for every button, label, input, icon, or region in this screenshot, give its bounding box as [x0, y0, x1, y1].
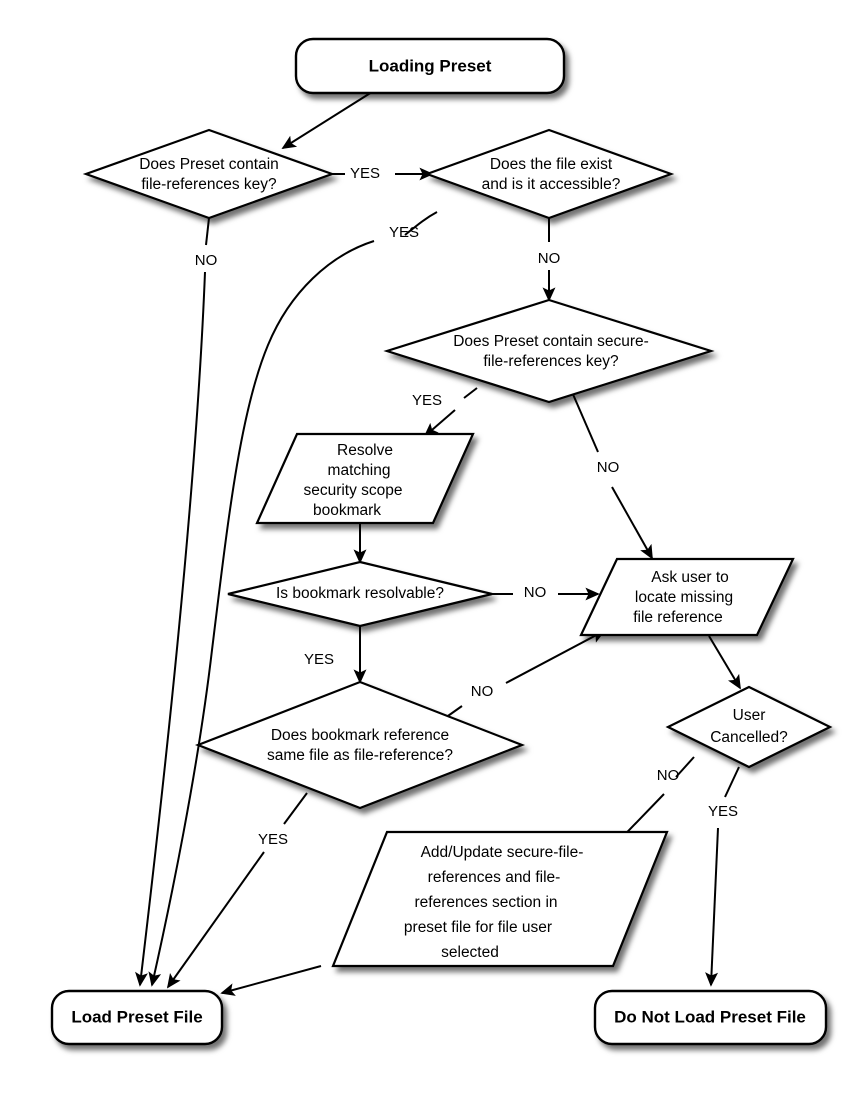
edge-label-file-exists-yes: YES: [389, 224, 419, 241]
node-bm-same-file-line1: Does bookmark reference: [271, 727, 449, 744]
edge-bm-same-file-no-seg2: [505, 630, 606, 684]
edge-bm-same-file-yes-seg1: [283, 792, 308, 825]
node-load[interactable]: [50, 989, 224, 1046]
node-file-exists[interactable]: [423, 128, 675, 220]
edge-ask-user-to-user-cancel: [708, 635, 741, 690]
edge-layer: [135, 91, 741, 996]
edge-has-securefr-yes-seg1: [463, 387, 478, 399]
edge-has-fileref-no-to-load: [205, 217, 210, 246]
node-bm-resolvable-label: Is bookmark resolvable?: [276, 585, 444, 602]
node-has-fileref-line2: file-references key?: [141, 176, 277, 193]
edge-bm-same-file-yes-seg2: [166, 851, 265, 989]
node-has-securefr[interactable]: [383, 298, 715, 404]
node-bm-resolvable[interactable]: [227, 560, 493, 628]
edge-label-has-fileref-no: NO: [195, 252, 218, 269]
edge-start-to-has-fileref: [281, 91, 373, 149]
node-bm-same-file[interactable]: [194, 680, 526, 810]
node-file-exists-line1: Does the file exist: [490, 156, 613, 173]
node-bm-same-file-line2: same file as file-reference?: [267, 747, 453, 764]
edge-file-exists-yes-to-load-seg2: [148, 240, 375, 987]
node-add-update-line4: preset file for file user: [404, 919, 552, 936]
node-start-label: Loading Preset: [369, 56, 492, 75]
edge-label-bm-same-file-no: NO: [471, 683, 494, 700]
decision-has-file-references[interactable]: [82, 128, 336, 220]
edge-add-update-to-load: [220, 965, 322, 996]
edge-label-user-cancel-no: NO: [657, 767, 680, 784]
terminator-load-preset-file[interactable]: [50, 989, 224, 1046]
edge-user-cancel-yes-seg2: [705, 827, 719, 987]
edge-has-fileref-no-to-load-long: [135, 271, 206, 987]
process-resolve-matching-bookmark[interactable]: [255, 432, 475, 525]
node-ask-user-line2: locate missing: [635, 589, 733, 606]
terminator-do-not-load-preset-file[interactable]: [593, 989, 828, 1046]
node-load-label: Load Preset File: [71, 1007, 202, 1026]
node-no-load[interactable]: [593, 989, 828, 1046]
edge-file-exists-yes-to-load-seg1: [404, 211, 438, 236]
edge-has-securefr-yes-seg2: [423, 409, 456, 438]
node-resolve-bookmark-line2: matching: [328, 462, 391, 479]
node-add-update-line2: references and file-: [428, 869, 561, 886]
edge-label-has-securefr-yes: YES: [412, 392, 442, 409]
node-file-exists-line2: and is it accessible?: [482, 176, 621, 193]
decision-bookmark-same-file[interactable]: [194, 680, 526, 810]
decision-bookmark-resolvable[interactable]: [227, 560, 493, 628]
terminator-loading-preset[interactable]: [294, 37, 566, 95]
edge-label-layer: YES NO YES NO YES NO NO YES NO YES NO YE…: [195, 165, 738, 848]
edge-has-securefr-no-seg2: [611, 486, 653, 560]
node-ask-user-line1: Ask user to: [651, 569, 729, 586]
edge-label-file-exists-no: NO: [538, 250, 561, 267]
edge-user-cancel-no-seg1: [675, 756, 695, 778]
node-user-cancel-line1: User: [733, 707, 766, 724]
node-add-update[interactable]: [331, 830, 669, 968]
edge-label-bm-resolvable-no: NO: [524, 584, 547, 601]
node-has-fileref[interactable]: [82, 128, 336, 220]
edge-label-has-securefr-no: NO: [597, 459, 620, 476]
node-user-cancel[interactable]: [665, 685, 833, 769]
node-start[interactable]: [294, 37, 566, 95]
node-resolve-bookmark-line4: bookmark: [313, 502, 381, 519]
node-add-update-line5: selected: [441, 944, 499, 961]
decision-has-secure-file-references[interactable]: [383, 298, 715, 404]
node-has-securefr-line2: file-references key?: [483, 353, 619, 370]
edge-has-securefr-no-seg1: [571, 391, 599, 453]
decision-user-cancelled[interactable]: [665, 685, 833, 769]
process-ask-user-locate-file[interactable]: [579, 557, 795, 637]
edge-label-user-cancel-yes: YES: [708, 803, 738, 820]
node-ask-user-line3: file reference: [633, 609, 723, 626]
node-resolve-bookmark[interactable]: [255, 432, 475, 525]
node-resolve-bookmark-line3: security scope: [303, 482, 402, 499]
edge-label-bm-same-file-yes: YES: [258, 831, 288, 848]
node-has-securefr-line1: Does Preset contain secure-: [453, 333, 649, 350]
node-user-cancel-line2: Cancelled?: [710, 729, 788, 746]
node-has-fileref-line1: Does Preset contain: [139, 156, 279, 173]
edge-user-cancel-yes-seg1: [724, 766, 740, 798]
edge-label-has-fileref-yes: YES: [350, 165, 380, 182]
process-add-update-references[interactable]: [331, 830, 669, 968]
decision-file-exists[interactable]: [423, 128, 675, 220]
edge-label-bm-resolvable-yes: YES: [304, 651, 334, 668]
node-resolve-bookmark-line1: Resolve: [337, 442, 393, 459]
node-ask-user[interactable]: [579, 557, 795, 637]
node-no-load-label: Do Not Load Preset File: [614, 1007, 806, 1026]
node-add-update-line3: references section in: [414, 894, 557, 911]
node-add-update-line1: Add/Update secure-file-: [421, 844, 584, 861]
